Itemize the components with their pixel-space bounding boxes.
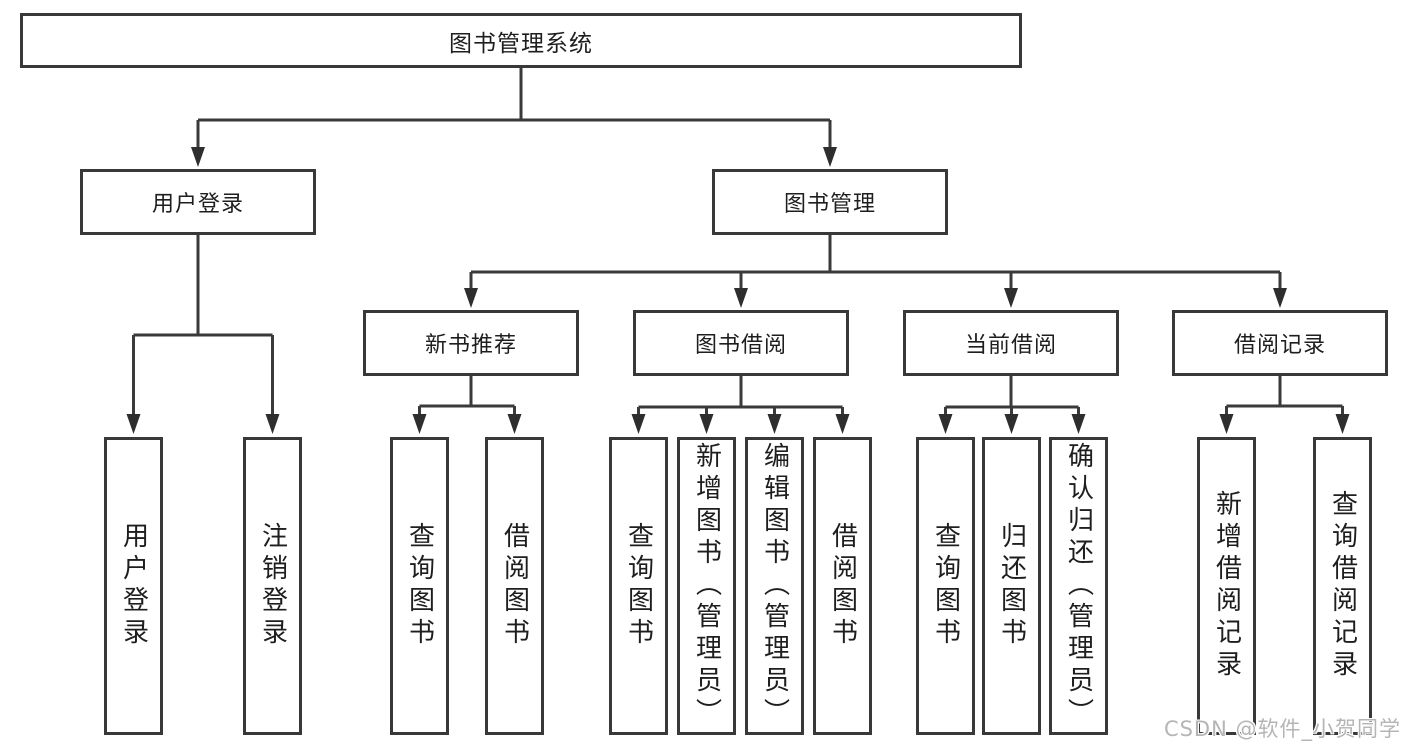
- node-logout: 注销登录: [243, 437, 302, 735]
- node-label: 借阅图书: [499, 522, 530, 650]
- node-current-borrowing: 当前借阅: [903, 310, 1119, 376]
- node-label: 确认归还（管理员）: [1063, 442, 1094, 730]
- node-book-management: 图书管理: [712, 169, 948, 235]
- node-add-book-admin: 新增图书（管理员）: [677, 437, 736, 735]
- node-label: 新增图书（管理员）: [691, 442, 722, 730]
- node-query-books-current: 查询图书: [916, 437, 975, 735]
- node-label: 借阅记录: [1233, 333, 1326, 358]
- node-query-books-borrowing: 查询图书: [609, 437, 668, 735]
- node-book-borrowing: 图书借阅: [633, 310, 849, 376]
- node-user-login-leaf: 用户登录: [104, 437, 163, 735]
- node-label: 编辑图书（管理员）: [759, 442, 790, 730]
- node-label: 新书推荐: [424, 333, 517, 358]
- node-label: 新增借阅记录: [1211, 490, 1242, 682]
- node-borrowing-records: 借阅记录: [1172, 310, 1388, 376]
- node-edit-book-admin: 编辑图书（管理员）: [745, 437, 804, 735]
- node-label: 用户登录: [151, 192, 244, 217]
- node-return-books: 归还图书: [982, 437, 1041, 735]
- node-label: 查询图书: [404, 522, 435, 650]
- node-label: 图书管理: [783, 192, 876, 217]
- node-label: 注销登录: [257, 522, 288, 650]
- node-label: 当前借阅: [964, 333, 1057, 358]
- node-label: 用户登录: [118, 522, 149, 650]
- node-borrow-books-recommend: 借阅图书: [485, 437, 544, 735]
- node-new-book-recommendation: 新书推荐: [363, 310, 579, 376]
- node-borrow-books-borrowing: 借阅图书: [813, 437, 872, 735]
- node-label: 图书借阅: [694, 333, 787, 358]
- node-query-borrow-record: 查询借阅记录: [1313, 437, 1372, 735]
- node-label: 借阅图书: [827, 522, 858, 650]
- node-user-login: 用户登录: [80, 169, 316, 235]
- node-confirm-return-admin: 确认归还（管理员）: [1049, 437, 1108, 735]
- node-library-management-system: 图书管理系统: [20, 13, 1022, 68]
- node-label: 图书管理系统: [449, 30, 593, 57]
- watermark: CSDN @软件_小贺同学: [1163, 717, 1401, 741]
- node-label: 归还图书: [996, 522, 1027, 650]
- node-label: 查询借阅记录: [1327, 490, 1358, 682]
- node-label: 查询图书: [623, 522, 654, 650]
- node-label: 查询图书: [930, 522, 961, 650]
- node-add-borrow-record: 新增借阅记录: [1197, 437, 1256, 735]
- node-query-books-recommend: 查询图书: [390, 437, 449, 735]
